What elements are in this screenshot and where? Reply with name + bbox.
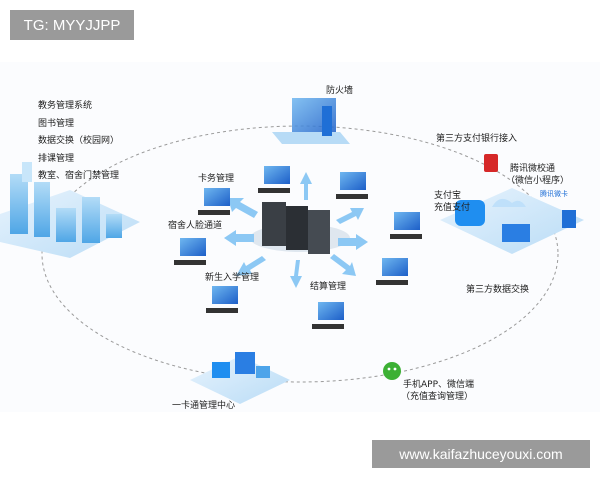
computer-terminal xyxy=(206,286,238,313)
list-item: 教室、宿舍门禁管理 xyxy=(38,171,120,181)
label-settlement: 结算管理 xyxy=(310,282,347,292)
label-firewall: 防火墙 xyxy=(326,86,354,96)
label-dorm-face: 宿舍人脸通道 xyxy=(168,221,223,231)
label-third-party-payment: 第三方支付银行接入 xyxy=(436,134,518,144)
label-mobile: 手机APP、微信端 xyxy=(403,380,475,390)
campus-city-illustration xyxy=(0,162,140,258)
computer-terminals xyxy=(174,166,422,329)
label-enrollment: 新生入学管理 xyxy=(205,273,260,283)
label-management-center: 一卡通管理中心 xyxy=(172,401,236,411)
label-alipay-sub: 充值支付 xyxy=(434,203,471,213)
label-mobile-sub: （充值查询管理） xyxy=(401,392,474,402)
diagram-graphics xyxy=(0,98,584,404)
firewall-illustration xyxy=(272,98,350,144)
computer-terminal xyxy=(390,212,422,239)
payment-platform xyxy=(440,188,584,254)
label-tencent-card: 腾讯微卡 xyxy=(540,190,568,198)
server-cluster xyxy=(250,202,350,254)
label-third-party-data: 第三方数据交换 xyxy=(466,285,530,295)
watermark-top: TG: MYYJJPP xyxy=(10,10,134,40)
computer-terminal xyxy=(258,166,290,193)
list-item: 教务管理系统 xyxy=(38,101,93,111)
list-item: 排课管理 xyxy=(38,153,75,164)
label-tencent: 腾讯微校通 xyxy=(510,164,556,174)
label-alipay: 支付宝 xyxy=(434,191,462,201)
list-item: 数据交换（校园网） xyxy=(38,136,120,146)
computer-terminal xyxy=(198,188,230,215)
label-tencent-sub: （微信小程序） xyxy=(506,176,570,186)
list-item: 图书管理 xyxy=(38,118,75,129)
label-card-management: 卡务管理 xyxy=(198,174,235,184)
management-center-illustration xyxy=(190,352,290,404)
connection-arrows xyxy=(224,172,368,288)
school-systems-list: 教务管理系统 图书管理 数据交换（校园网） 排课管理 教室、宿舍门禁管理 xyxy=(38,98,119,186)
watermark-bottom: www.kaifazhuceyouxi.com xyxy=(372,440,590,468)
network-diagram: 教务管理系统 图书管理 数据交换（校园网） 排课管理 教室、宿舍门禁管理 防火墙… xyxy=(0,62,600,412)
wechat-icon xyxy=(383,362,401,380)
unionpay-card-icon xyxy=(484,154,498,172)
computer-terminal xyxy=(312,302,344,329)
computer-terminal xyxy=(174,238,206,265)
computer-terminal xyxy=(376,258,408,285)
network-orbit xyxy=(41,125,559,383)
computer-terminal xyxy=(336,172,368,199)
